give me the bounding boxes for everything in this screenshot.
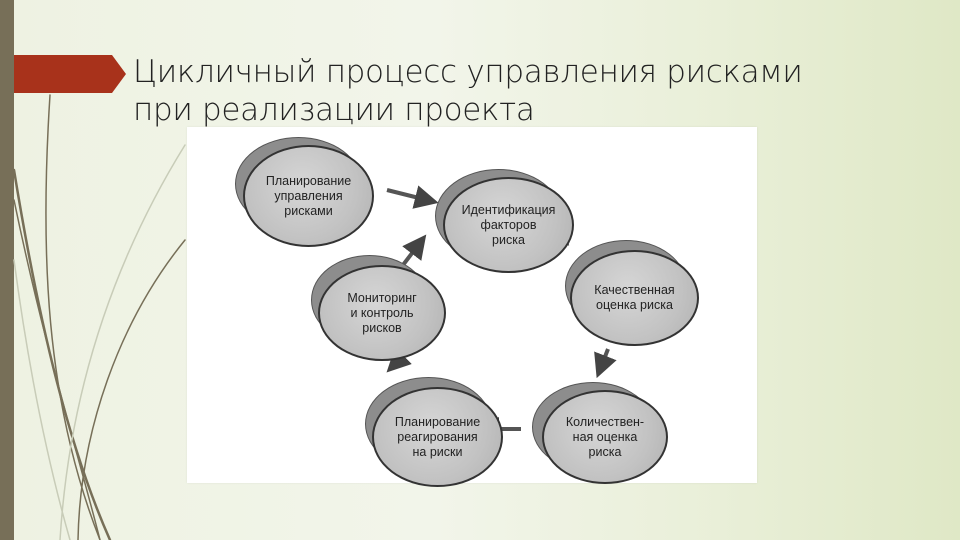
grass-decoration xyxy=(12,94,186,540)
node-label: Качественная оценка риска xyxy=(594,283,675,312)
node-label: Планирование управления рисками xyxy=(265,173,352,218)
node-label: Идентификация факторов риска xyxy=(461,202,556,247)
title-accent-arrow xyxy=(14,55,126,93)
slide-title: Цикличный процесс управления рисками при… xyxy=(133,54,803,128)
node-label: Планирование реагирования на риски xyxy=(394,414,481,459)
node-label: Мониторинг и контроль рисков xyxy=(347,290,417,335)
node-label: Количествен- ная оценка риска xyxy=(565,414,645,459)
risk-cycle-diagram: Планирование управления рисками Идентифи… xyxy=(187,127,757,487)
left-sidebar-bar xyxy=(0,0,14,540)
